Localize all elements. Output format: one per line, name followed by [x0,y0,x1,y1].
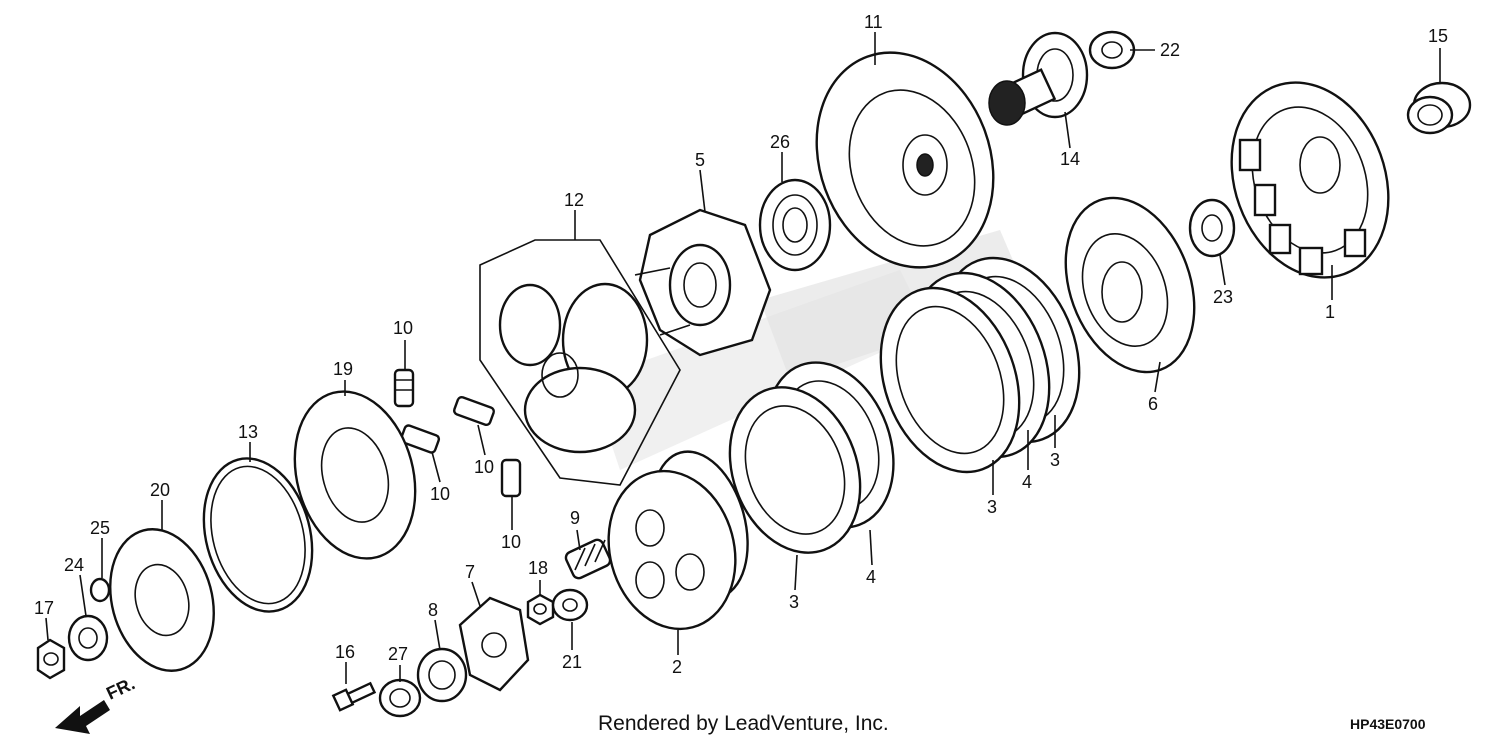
callout-10-d: 10 [501,532,521,552]
callout-3-middle: 3 [987,497,997,517]
callout-13: 13 [238,422,258,442]
part-24-washer[interactable] [67,614,109,662]
part-27-bearing[interactable] [378,678,422,718]
callout-24: 24 [64,555,84,575]
front-label: FR. [103,673,138,703]
callout-8: 8 [428,600,438,620]
front-arrow-icon [55,700,110,734]
callout-6: 6 [1148,394,1158,414]
part-12-centrifugal-clutch[interactable] [479,239,681,486]
part-20-cover-plate[interactable] [95,518,229,683]
part-13-ring[interactable] [188,446,329,624]
part-3-friction-disc-lower[interactable] [708,369,883,571]
callout-18: 18 [528,558,548,578]
callout-22: 22 [1160,40,1180,60]
diagram-code: HP43E0700 [1350,716,1426,732]
callout-numbers: 1 15 22 14 11 26 5 12 6 23 3 4 3 4 3 2 9… [34,12,1448,677]
callout-4-upper: 4 [1022,472,1032,492]
callout-1: 1 [1325,302,1335,322]
front-direction-indicator: FR. [55,673,138,734]
callout-7: 7 [465,562,475,582]
callout-5: 5 [695,150,705,170]
part-11-clutch-drum[interactable] [788,28,1023,293]
part-23-washer[interactable] [1188,198,1236,258]
callout-3-upper: 3 [1050,450,1060,470]
part-15-bushing[interactable] [1406,81,1472,135]
part-10-spring[interactable] [452,395,496,427]
part-6-clutch-center[interactable] [1043,180,1217,390]
callout-23: 23 [1213,287,1233,307]
part-21-washer[interactable] [551,588,589,622]
part-10-spring[interactable] [399,424,441,454]
callout-17: 17 [34,598,54,618]
part-14-gear-shaft[interactable] [988,31,1089,126]
shade-band [590,270,930,470]
part-10-spring[interactable] [393,368,415,408]
part-10-spring[interactable] [500,458,522,498]
leader-lines [45,32,1441,684]
part-25-washer[interactable] [89,577,111,603]
callout-15: 15 [1428,26,1448,46]
callout-10-b: 10 [430,484,450,504]
callout-10-c: 10 [474,457,494,477]
part-16-bolt[interactable] [331,681,377,712]
callout-16: 16 [335,642,355,662]
callout-19: 19 [333,359,353,379]
callout-20: 20 [150,480,170,500]
callout-26: 26 [770,132,790,152]
callout-10-a: 10 [393,318,413,338]
part-17-nut[interactable] [36,638,66,680]
part-2-primary-drive-gear[interactable] [591,441,762,643]
part-26-one-way-clutch[interactable] [758,178,832,272]
part-5-drive-plate[interactable] [634,208,772,357]
render-credit: Rendered by LeadVenture, Inc. [598,712,889,735]
part-3-friction-disc-middle[interactable] [856,268,1043,491]
part-8-bearing[interactable] [416,647,468,703]
part-22-washer[interactable] [1088,30,1136,70]
callout-27: 27 [388,644,408,664]
callout-14: 14 [1060,149,1080,169]
callout-12: 12 [564,190,584,210]
part-9-spring[interactable] [564,538,612,580]
callout-9: 9 [570,508,580,528]
callout-25: 25 [90,518,110,538]
callout-2: 2 [672,657,682,677]
part-1-clutch-outer[interactable] [1205,60,1414,299]
callout-4-lower: 4 [866,567,876,587]
part-7-lifter-plate[interactable] [458,596,530,692]
callout-11: 11 [864,12,883,32]
callout-21: 21 [562,652,582,672]
callout-3-lower: 3 [789,592,799,612]
part-18-nut[interactable] [526,593,555,626]
part-19-drive-plate[interactable] [277,378,433,572]
